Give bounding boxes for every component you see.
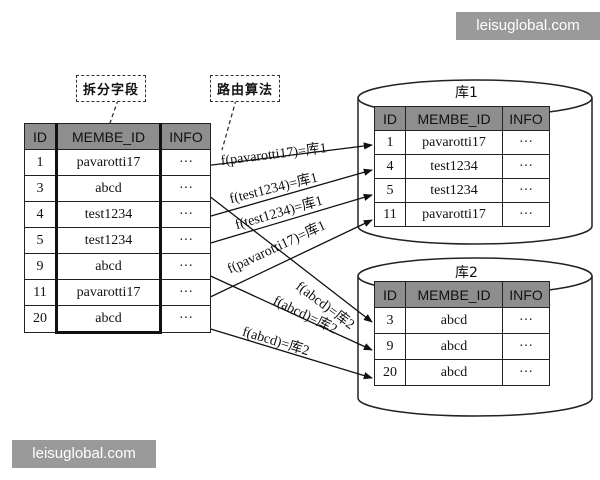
cell-id: 3 xyxy=(24,175,57,202)
cell-member-id: pavarotti17 xyxy=(405,130,503,155)
route-arrow-3 xyxy=(203,193,373,246)
cell-id: 9 xyxy=(24,253,57,280)
cell-id: 20 xyxy=(374,359,406,386)
cell-id: 4 xyxy=(24,201,57,228)
cell-member-id: abcd xyxy=(405,333,503,360)
cell-info: ··· xyxy=(160,175,211,202)
cell-member-id: test1234 xyxy=(405,178,503,203)
cell-info: ··· xyxy=(160,201,211,228)
callout-routing-algorithm: 路由算法 xyxy=(210,75,281,102)
cell-id: 1 xyxy=(374,130,406,155)
cell-id: 4 xyxy=(374,154,406,179)
cell-id: 9 xyxy=(374,333,406,360)
db1-label: 库1 xyxy=(455,85,478,101)
cell-id: 5 xyxy=(374,178,406,203)
cell-member-id: abcd xyxy=(55,253,162,280)
source-table-header: ID MEMBE_ID INFO xyxy=(24,123,211,150)
table-row: 20 abcd ··· xyxy=(24,305,211,334)
column-header-info: INFO xyxy=(160,123,211,150)
cell-member-id: test1234 xyxy=(405,154,503,179)
route-arrow-4 xyxy=(203,219,373,301)
db1-table-header: ID MEMBE_ID INFO xyxy=(374,106,550,131)
watermark-top: leisuglobal.com xyxy=(456,12,600,40)
cell-info: ··· xyxy=(502,307,550,334)
cell-info: ··· xyxy=(502,333,550,360)
table-row: 11 pavarotti17 ··· xyxy=(24,279,211,306)
route-arrow-6 xyxy=(203,272,373,351)
callout-split-field: 拆分字段 xyxy=(76,75,147,102)
table-row: 5 test1234 ··· xyxy=(24,227,211,254)
db1-table: ID MEMBE_ID INFO 1 pavarotti17 ··· 4 tes… xyxy=(374,106,550,227)
cell-info: ··· xyxy=(160,149,211,176)
cell-info: ··· xyxy=(502,202,550,227)
route-arrow-2 xyxy=(203,168,373,219)
cell-member-id: abcd xyxy=(405,307,503,334)
cell-info: ··· xyxy=(502,359,550,386)
route-arrow-1 xyxy=(203,142,373,167)
cell-info: ··· xyxy=(160,279,211,306)
column-header-member-id: MEMBE_ID xyxy=(405,281,503,308)
table-row: 1 pavarotti17 ··· xyxy=(24,149,211,176)
watermark-bottom: leisuglobal.com xyxy=(12,440,156,468)
callout-route-leader xyxy=(221,99,237,151)
cell-info: ··· xyxy=(160,253,211,280)
cell-member-id: pavarotti17 xyxy=(55,279,162,306)
cell-id: 3 xyxy=(374,307,406,334)
source-table: ID MEMBE_ID INFO 1 pavarotti17 ··· 3 abc… xyxy=(24,123,211,334)
cell-member-id: pavarotti17 xyxy=(55,149,162,176)
table-row: 3 abcd ··· xyxy=(24,175,211,202)
cell-member-id: abcd xyxy=(405,359,503,386)
column-header-info: INFO xyxy=(502,106,550,131)
table-row: 1 pavarotti17 ··· xyxy=(374,130,550,155)
cell-info: ··· xyxy=(502,178,550,203)
cell-member-id: test1234 xyxy=(55,201,162,228)
cell-info: ··· xyxy=(502,130,550,155)
db2-table-header: ID MEMBE_ID INFO xyxy=(374,281,550,308)
cell-id: 11 xyxy=(24,279,57,306)
db2-table: ID MEMBE_ID INFO 3 abcd ··· 9 abcd ··· 2… xyxy=(374,281,550,386)
callout-split-leader xyxy=(109,99,119,124)
column-header-info: INFO xyxy=(502,281,550,308)
column-header-id: ID xyxy=(24,123,57,150)
column-header-id: ID xyxy=(374,106,406,131)
cell-id: 11 xyxy=(374,202,406,227)
table-row: 9 abcd ··· xyxy=(374,333,550,360)
cell-id: 1 xyxy=(24,149,57,176)
route-arrow-5 xyxy=(203,191,373,323)
table-row: 4 test1234 ··· xyxy=(374,154,550,179)
cell-member-id: test1234 xyxy=(55,227,162,254)
table-row: 11 pavarotti17 ··· xyxy=(374,202,550,227)
table-row: 20 abcd ··· xyxy=(374,359,550,386)
cell-info: ··· xyxy=(502,154,550,179)
cell-id: 5 xyxy=(24,227,57,254)
cell-member-id: abcd xyxy=(55,305,162,334)
table-row: 4 test1234 ··· xyxy=(24,201,211,228)
column-header-id: ID xyxy=(374,281,406,308)
cell-info: ··· xyxy=(160,305,211,333)
table-row: 3 abcd ··· xyxy=(374,307,550,334)
route-arrow-7 xyxy=(203,326,373,380)
table-row: 5 test1234 ··· xyxy=(374,178,550,203)
cell-member-id: pavarotti17 xyxy=(405,202,503,227)
table-row: 9 abcd ··· xyxy=(24,253,211,280)
cell-member-id: abcd xyxy=(55,175,162,202)
cell-info: ··· xyxy=(160,227,211,254)
cell-id: 20 xyxy=(24,305,57,333)
db2-label: 库2 xyxy=(455,265,478,281)
column-header-member-id: MEMBE_ID xyxy=(405,106,503,131)
route-arrows xyxy=(203,142,373,380)
column-header-member-id: MEMBE_ID xyxy=(55,123,162,150)
